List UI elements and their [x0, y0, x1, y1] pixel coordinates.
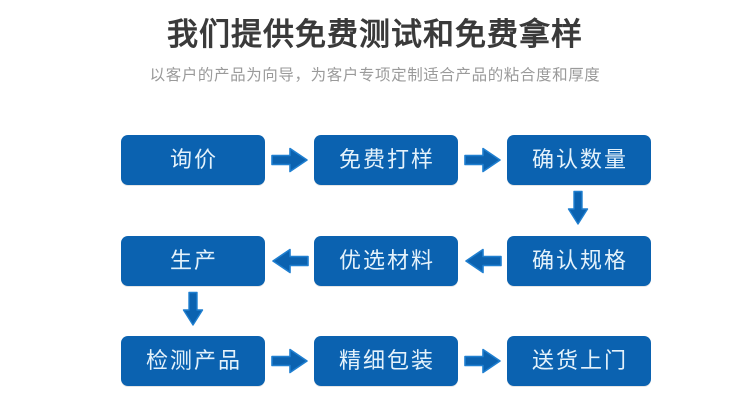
header: 我们提供免费测试和免费拿样 以客户的产品为向导，为客户专项定制适合产品的粘合度和… [0, 14, 750, 90]
arrow-right-icon [270, 145, 310, 175]
arrow-left-icon [463, 246, 503, 276]
page-subtitle: 以客户的产品为向导，为客户专项定制适合产品的粘合度和厚度 [149, 67, 601, 84]
page-title: 我们提供免费测试和免费拿样 [167, 17, 583, 52]
flow-node-free-sample: 免费打样 [314, 135, 458, 185]
arrow-right-icon [270, 346, 310, 376]
flow-node-label: 免费打样 [338, 147, 435, 172]
flow-node-label: 生产 [169, 248, 218, 273]
flow-node-label: 确认规格 [531, 248, 628, 273]
arrow-right-icon [463, 346, 503, 376]
flow-node-production: 生产 [121, 236, 265, 286]
arrow-left-icon [270, 246, 310, 276]
flow-node-label: 确认数量 [531, 147, 628, 172]
flow-node-select-material: 优选材料 [314, 236, 458, 286]
flow-node-door-delivery: 送货上门 [507, 336, 651, 386]
flow-node-label: 精细包装 [338, 348, 435, 373]
flow-node-inspect-product: 检测产品 [121, 336, 265, 386]
flow-node-label: 询价 [169, 147, 218, 172]
arrow-down-icon [567, 190, 589, 226]
flow-node-label: 检测产品 [145, 348, 242, 373]
flow-node-label: 送货上门 [531, 348, 628, 373]
flow-node-fine-packaging: 精细包装 [314, 336, 458, 386]
flow-node-inquiry: 询价 [121, 135, 265, 185]
flow-node-confirm-spec: 确认规格 [507, 236, 651, 286]
flow-node-confirm-quantity: 确认数量 [507, 135, 651, 185]
arrow-down-icon [182, 291, 204, 327]
arrow-right-icon [463, 145, 503, 175]
flow-node-label: 优选材料 [338, 248, 435, 273]
